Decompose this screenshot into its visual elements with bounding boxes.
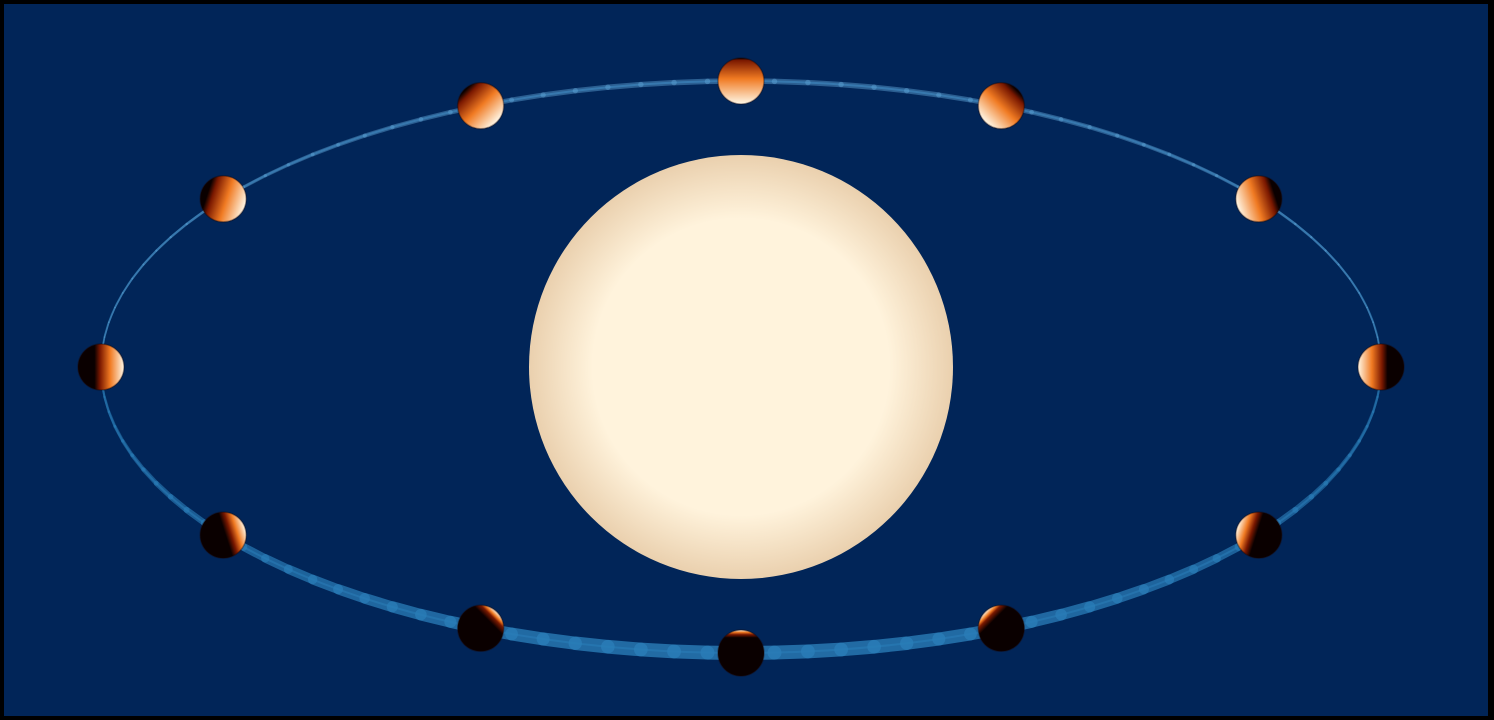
orbit-far-segment (608, 85, 641, 88)
orbit-far-segment (575, 87, 608, 90)
star (529, 155, 953, 579)
orbit-far-segment (641, 83, 674, 85)
orbit-far-segment (774, 81, 807, 82)
orbit-far-segment (674, 81, 707, 82)
orbit-far-segment (874, 87, 907, 90)
orbit-far-segment (808, 83, 841, 85)
orbit-far-segment (841, 85, 874, 88)
